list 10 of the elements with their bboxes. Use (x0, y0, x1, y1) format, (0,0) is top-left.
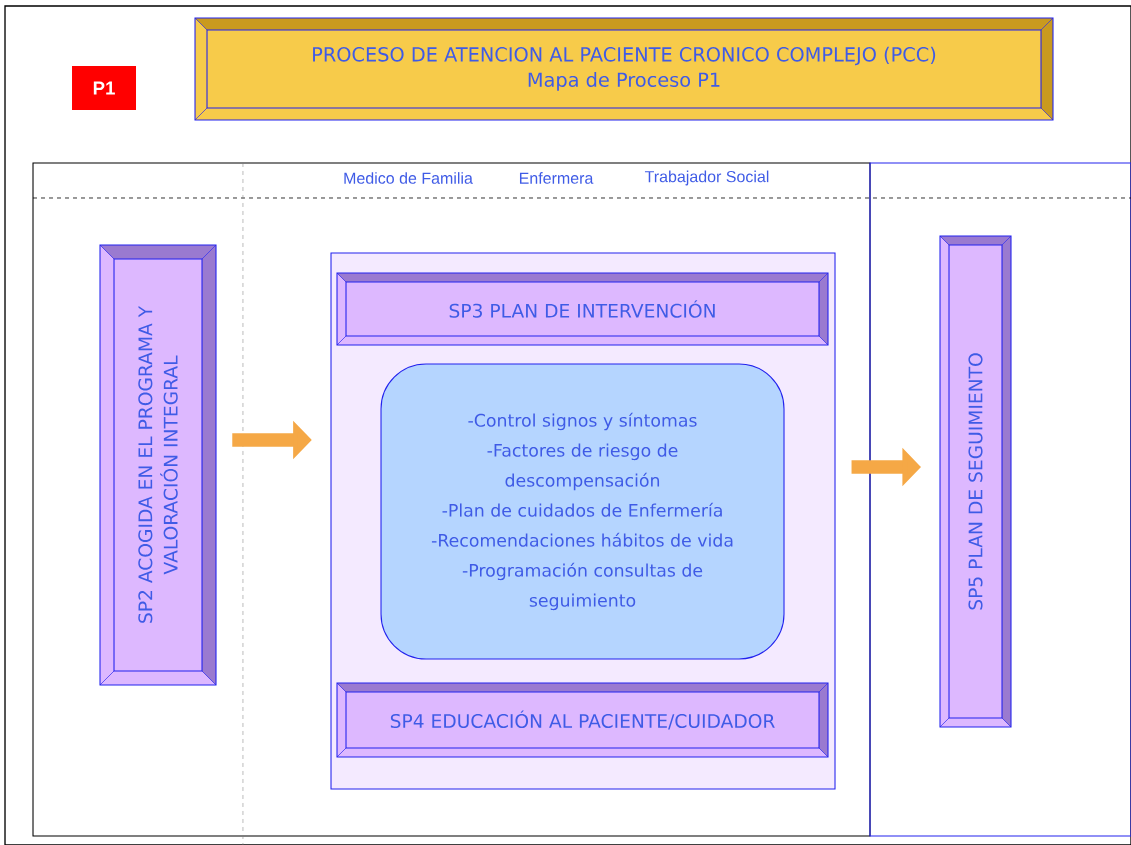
lane-label: Trabajador Social (644, 170, 769, 186)
subprocess-box: SP3 PLAN DE INTERVENCIÓN (336, 272, 829, 346)
lane-label: Medico de Familia (344, 172, 473, 184)
subprocess-box: SP2 ACOGIDA EN EL PROGRAMA Y VALORACIÓN INTEGRAL (99, 244, 217, 686)
subprocess-box: SP5 PLAN DE SEGUIMIENTO (939, 235, 1012, 728)
title-box: PROCESO DE ATENCION AL PACIENTE CRONICO COMPLEJO (PCC) Mapa de Proceso P1 (194, 17, 1054, 121)
subprocess-box: SP4 EDUCACIÓN AL PACIENTE/CUIDADOR (336, 682, 829, 758)
lane-label: Enfermera (520, 172, 594, 184)
process-badge: P1 (72, 66, 136, 110)
activity-box: -Control signos y síntomas -Factores de riesgo de descompensación -Plan de cuidados de Enfermería -Recomendaciones hábitos de vida -Programación consultas de seguimiento (380, 363, 785, 660)
